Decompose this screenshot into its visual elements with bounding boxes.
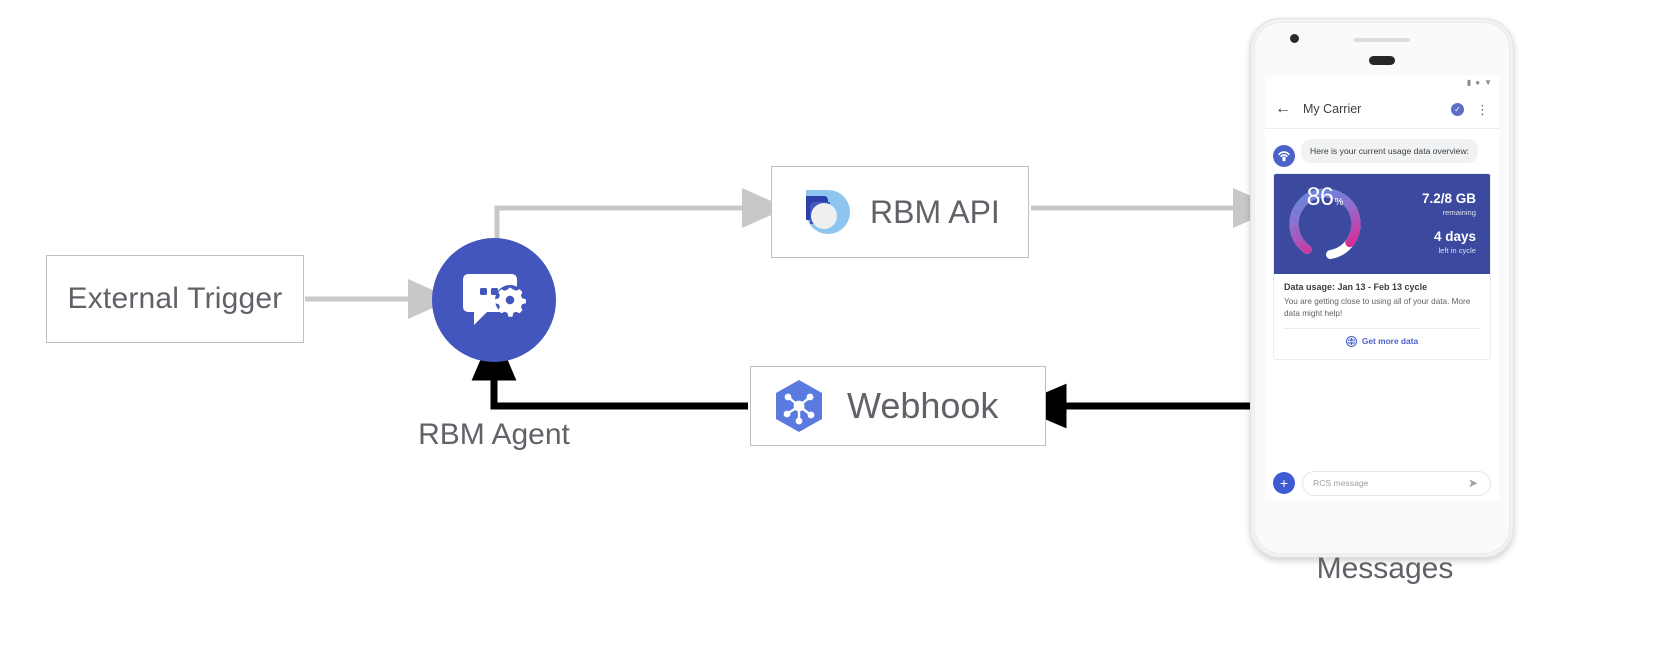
send-icon[interactable]: ➤: [1467, 476, 1478, 490]
gauge-percent-symbol: %: [1334, 197, 1344, 208]
rich-card-hero: 86 % 7.2/8 GB remaining 4 days left in c…: [1274, 174, 1490, 274]
battery-icon: ▼: [1484, 78, 1492, 87]
message-bubble: Here is your current usage data overview…: [1301, 139, 1479, 164]
back-arrow-icon[interactable]: ←: [1275, 100, 1291, 117]
stat-data-remaining-caption: remaining: [1442, 207, 1476, 217]
top-speaker: [1354, 38, 1410, 42]
message-row: Here is your current usage data overview…: [1273, 139, 1491, 167]
stat-days-left-caption: left in cycle: [1438, 245, 1476, 255]
rich-card-divider: [1284, 327, 1480, 329]
external-trigger-label: External Trigger: [67, 282, 283, 315]
gauge-percent-number: 86: [1306, 183, 1334, 211]
rich-card-body: Data usage: Jan 13 - Feb 13 cycle You ar…: [1274, 274, 1490, 359]
get-more-data-button[interactable]: Get more data: [1284, 329, 1480, 353]
status-bar: ▮ ● ▼: [1265, 76, 1499, 90]
rich-card-title: Data usage: Jan 13 - Feb 13 cycle: [1284, 282, 1428, 292]
app-bar: ← My Carrier ✓ ⋮: [1265, 90, 1499, 129]
messages-device: ▮ ● ▼ ← My Carrier ✓ ⋮: [1250, 18, 1514, 558]
rcs-message-placeholder: RCS message: [1313, 478, 1369, 488]
edge-agent-to-api: [494, 188, 787, 240]
rbm-api-label: RBM API: [870, 193, 1000, 230]
message-composer: + RCS message ➤: [1265, 463, 1499, 500]
node-external-trigger[interactable]: External Trigger: [46, 255, 304, 343]
front-camera-icon: [1290, 34, 1299, 43]
data-usage-gauge: 86 %: [1284, 183, 1366, 265]
node-rbm-api[interactable]: RBM API: [771, 166, 1029, 258]
conversation-title: My Carrier: [1303, 102, 1362, 116]
verified-badge-icon: ✓: [1451, 102, 1464, 116]
webhook-label: Webhook: [847, 385, 999, 426]
rbm-agent-caption: RBM Agent: [418, 418, 570, 451]
carrier-antenna-icon: [1273, 145, 1295, 167]
conversation-thread: Here is your current usage data overview…: [1265, 129, 1499, 463]
wifi-icon: ●: [1475, 78, 1481, 87]
rcs-message-input[interactable]: RCS message ➤: [1302, 470, 1491, 496]
edge-webhook-to-agent: [471, 328, 748, 410]
earpiece-speaker: [1369, 56, 1395, 65]
get-more-data-label: Get more data: [1361, 336, 1419, 347]
node-webhook[interactable]: Webhook: [750, 366, 1046, 446]
add-attachment-button[interactable]: +: [1273, 472, 1295, 494]
hero-stats: 7.2/8 GB remaining 4 days left in cycle: [1374, 190, 1480, 256]
rich-card[interactable]: 86 % 7.2/8 GB remaining 4 days left in c…: [1273, 173, 1491, 360]
chat-gear-icon: [463, 274, 526, 325]
stat-data-remaining-value: 7.2/8 GB: [1421, 190, 1476, 206]
rich-card-description: You are getting close to using all of yo…: [1284, 297, 1471, 319]
webhook-hexagon-icon: [776, 380, 822, 432]
gauge-value: 86 %: [1284, 183, 1366, 265]
node-rbm-agent[interactable]: [432, 238, 556, 362]
stat-days-left-value: 4 days: [1433, 229, 1476, 244]
rbm-agent-circle: [432, 238, 556, 362]
rbm-api-logo-icon: [802, 190, 850, 234]
overflow-menu-icon[interactable]: ⋮: [1476, 101, 1489, 117]
globe-icon: [1345, 335, 1357, 347]
messages-device-caption: Messages: [1316, 552, 1454, 585]
phone-screen: ▮ ● ▼ ← My Carrier ✓ ⋮: [1265, 76, 1499, 500]
signal-icon: ▮: [1466, 78, 1472, 87]
